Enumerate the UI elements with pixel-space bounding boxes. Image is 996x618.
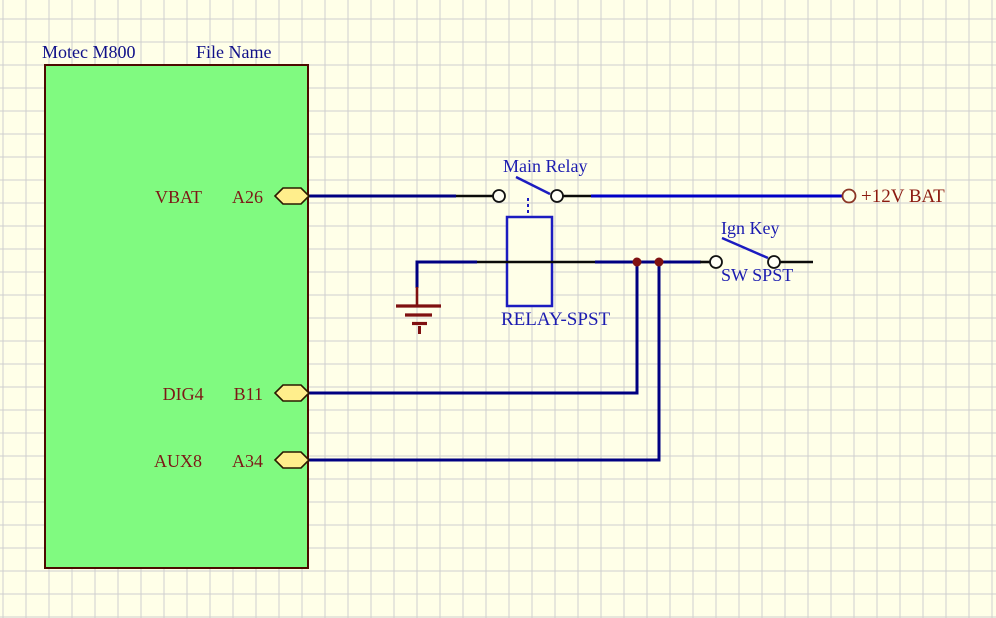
- relay-ref-label[interactable]: Main Relay: [503, 156, 588, 176]
- pin-hexagon-aux8-a34[interactable]: [273, 451, 311, 469]
- pin-hexagon-vbat-a26[interactable]: [273, 187, 311, 205]
- relay-part-label[interactable]: RELAY-SPST: [501, 309, 611, 330]
- ground-symbol[interactable]: [396, 287, 441, 334]
- power-terminal-label[interactable]: +12V BAT: [861, 186, 945, 207]
- wire-aux8-net[interactable]: [309, 262, 661, 462]
- relay-contact-blade[interactable]: [515, 175, 551, 196]
- junction-dot-aux8: [654, 257, 664, 267]
- switch-terminal-right[interactable]: [767, 255, 781, 269]
- pin-name-aux8[interactable]: AUX8: [154, 451, 202, 471]
- pin-number-a26[interactable]: A26: [232, 187, 263, 207]
- power-terminal-circle[interactable]: [841, 188, 857, 204]
- motec-m800-body[interactable]: [44, 64, 309, 569]
- switch-ref-label[interactable]: Ign Key: [721, 218, 780, 238]
- junction-dot-dig4: [632, 257, 642, 267]
- pin-label-row-dig4: DIG4 B11: [33, 384, 263, 405]
- pin-number-b11[interactable]: B11: [233, 384, 263, 404]
- switch-blade[interactable]: [721, 236, 769, 260]
- wire-dig4-net[interactable]: [309, 262, 639, 395]
- block-file-name-label[interactable]: File Name: [196, 42, 272, 62]
- pin-name-vbat[interactable]: VBAT: [154, 187, 202, 207]
- pin-label-row-vbat: VBAT A26: [33, 187, 263, 208]
- pin-hexagon-dig4-b11[interactable]: [273, 384, 311, 402]
- switch-part-label[interactable]: SW SPST: [721, 265, 794, 285]
- switch-terminal-left[interactable]: [709, 255, 723, 269]
- block-title[interactable]: Motec M800: [42, 42, 136, 62]
- relay-contact-terminal-left[interactable]: [492, 189, 506, 203]
- wire-coil-to-ground[interactable]: [415, 260, 477, 288]
- pin-name-dig4[interactable]: DIG4: [162, 384, 204, 404]
- pin-label-row-aux8: AUX8 A34: [33, 451, 263, 472]
- relay-contact-terminal-right[interactable]: [550, 189, 564, 203]
- pin-number-a34[interactable]: A34: [232, 451, 263, 471]
